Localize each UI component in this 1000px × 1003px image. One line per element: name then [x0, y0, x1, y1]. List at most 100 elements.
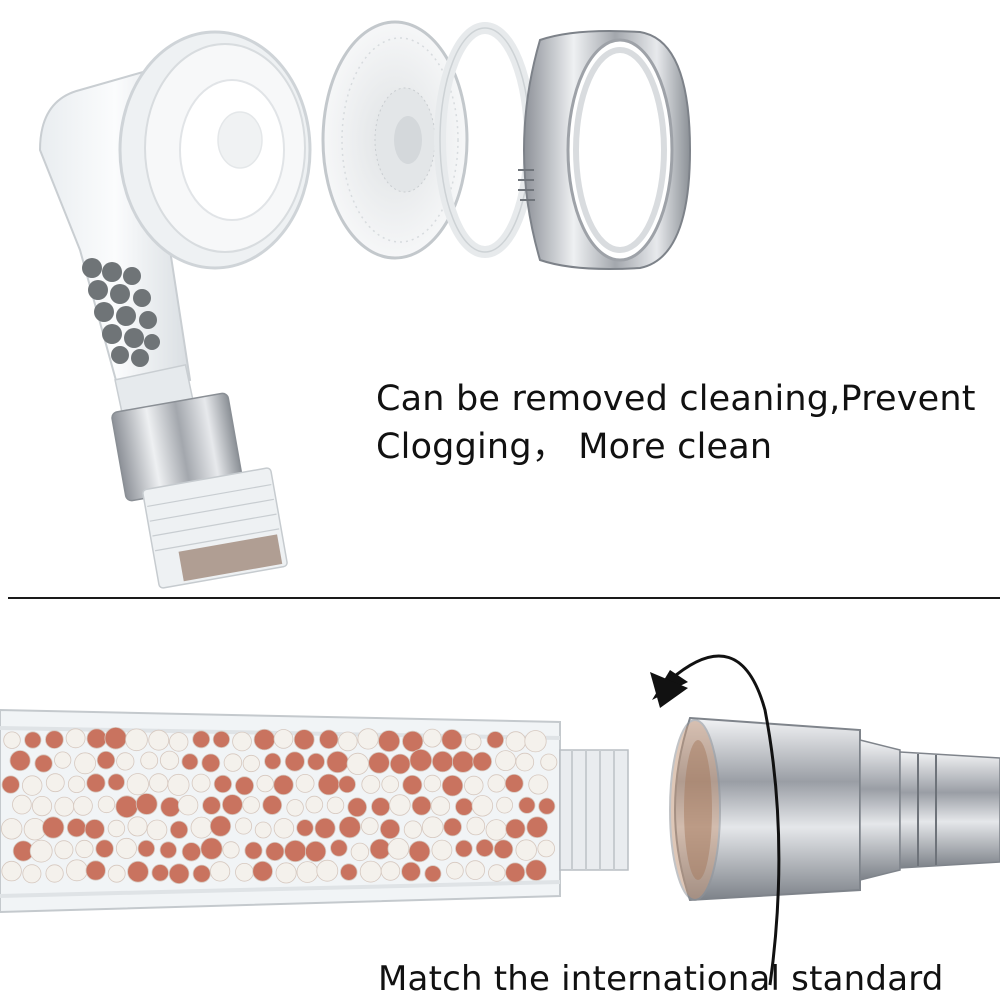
- ion-bead: [97, 795, 116, 814]
- ion-bead: [127, 860, 149, 883]
- ion-bead: [326, 796, 345, 815]
- ion-bead: [380, 861, 401, 881]
- ion-bead: [210, 861, 231, 882]
- rotate-arrow-icon: [650, 654, 781, 986]
- ion-bead: [402, 774, 423, 795]
- ion-bead: [466, 816, 486, 836]
- ion-bead: [115, 795, 138, 819]
- ion-bead: [66, 859, 88, 882]
- ion-bead: [191, 773, 211, 793]
- ion-bead: [430, 796, 451, 816]
- ion-bead: [221, 794, 243, 816]
- ion-bead: [148, 729, 170, 751]
- section-divider: [8, 597, 1000, 599]
- ion-bead: [471, 795, 494, 817]
- ion-bead: [423, 774, 442, 793]
- ion-bead: [126, 773, 149, 796]
- ion-bead: [45, 730, 64, 749]
- ion-bead: [213, 774, 232, 794]
- ion-bead: [464, 775, 484, 796]
- ion-bead: [338, 816, 361, 839]
- caption-removable-line2: Clogging， More clean: [376, 427, 773, 467]
- ion-bead: [177, 794, 199, 816]
- ion-bead: [443, 817, 462, 837]
- ion-bead: [242, 754, 260, 773]
- ion-bead: [515, 839, 537, 861]
- ion-bead: [54, 751, 72, 769]
- ion-bead: [107, 819, 126, 838]
- ion-bead: [273, 818, 295, 839]
- ion-bead: [431, 839, 453, 861]
- ion-bead: [181, 753, 199, 771]
- ion-bead: [408, 840, 431, 863]
- ion-bead: [137, 839, 156, 858]
- ion-bead: [369, 838, 391, 860]
- ion-bead: [75, 839, 94, 859]
- ion-bead: [488, 864, 506, 882]
- ion-bead: [314, 817, 336, 839]
- ion-bead: [107, 864, 126, 883]
- caption-international-standard: Match the international standard: [378, 959, 944, 999]
- ion-bead: [135, 793, 158, 815]
- ion-bead: [140, 751, 159, 770]
- ion-bead: [540, 753, 558, 771]
- ion-bead: [296, 819, 314, 837]
- ion-bead: [493, 839, 514, 859]
- ion-beads: [0, 726, 558, 885]
- ion-bead: [350, 842, 370, 862]
- ion-bead: [200, 837, 223, 860]
- ion-bead: [495, 750, 517, 772]
- ion-bead: [66, 818, 87, 838]
- ion-bead: [304, 840, 327, 863]
- ion-bead: [232, 731, 252, 752]
- ion-bead: [24, 731, 42, 749]
- ion-bead: [104, 726, 127, 750]
- hose-connector: [669, 716, 1000, 902]
- ion-bead: [515, 752, 535, 772]
- ion-bead: [537, 839, 555, 858]
- ion-bead: [67, 775, 86, 794]
- ion-bead: [127, 816, 148, 837]
- ion-bead: [42, 816, 65, 839]
- ion-bead: [286, 799, 304, 817]
- top-panel: Can be removed cleaning,Prevent Clogging…: [38, 20, 976, 589]
- ion-bead: [273, 729, 294, 749]
- ion-bead: [338, 775, 356, 794]
- ion-bead: [146, 819, 168, 841]
- ion-bead: [252, 860, 273, 882]
- ion-bead: [347, 797, 368, 818]
- ion-bead: [86, 773, 106, 793]
- ion-bead: [465, 860, 486, 880]
- ion-bead: [31, 796, 53, 817]
- ion-bead: [496, 796, 514, 814]
- ion-bead: [22, 775, 43, 796]
- ion-bead: [401, 861, 421, 882]
- ion-bead: [12, 794, 32, 815]
- ion-bead: [253, 728, 276, 751]
- ion-bead: [159, 841, 177, 859]
- ion-bead: [95, 839, 114, 858]
- ion-bead: [167, 773, 190, 796]
- ion-bead: [317, 773, 340, 796]
- ion-bead: [330, 839, 348, 857]
- ion-bead: [371, 797, 391, 817]
- ion-bead: [262, 795, 283, 815]
- ion-bead: [284, 839, 307, 863]
- ion-bead: [403, 820, 422, 839]
- ion-bead: [73, 796, 93, 816]
- chrome-ring: [518, 30, 692, 270]
- ion-bead: [34, 754, 53, 773]
- ion-bead: [159, 750, 180, 770]
- ion-bead: [265, 841, 285, 861]
- ion-bead: [340, 863, 358, 881]
- ion-bead: [409, 749, 433, 772]
- ion-bead: [190, 816, 213, 839]
- ion-bead: [319, 729, 339, 750]
- ion-bead: [528, 774, 549, 795]
- ion-bead: [209, 815, 232, 837]
- ion-bead: [295, 773, 315, 793]
- ion-bead: [107, 773, 125, 791]
- ion-bead: [446, 861, 464, 880]
- ion-bead: [472, 751, 493, 772]
- ion-bead: [254, 821, 272, 839]
